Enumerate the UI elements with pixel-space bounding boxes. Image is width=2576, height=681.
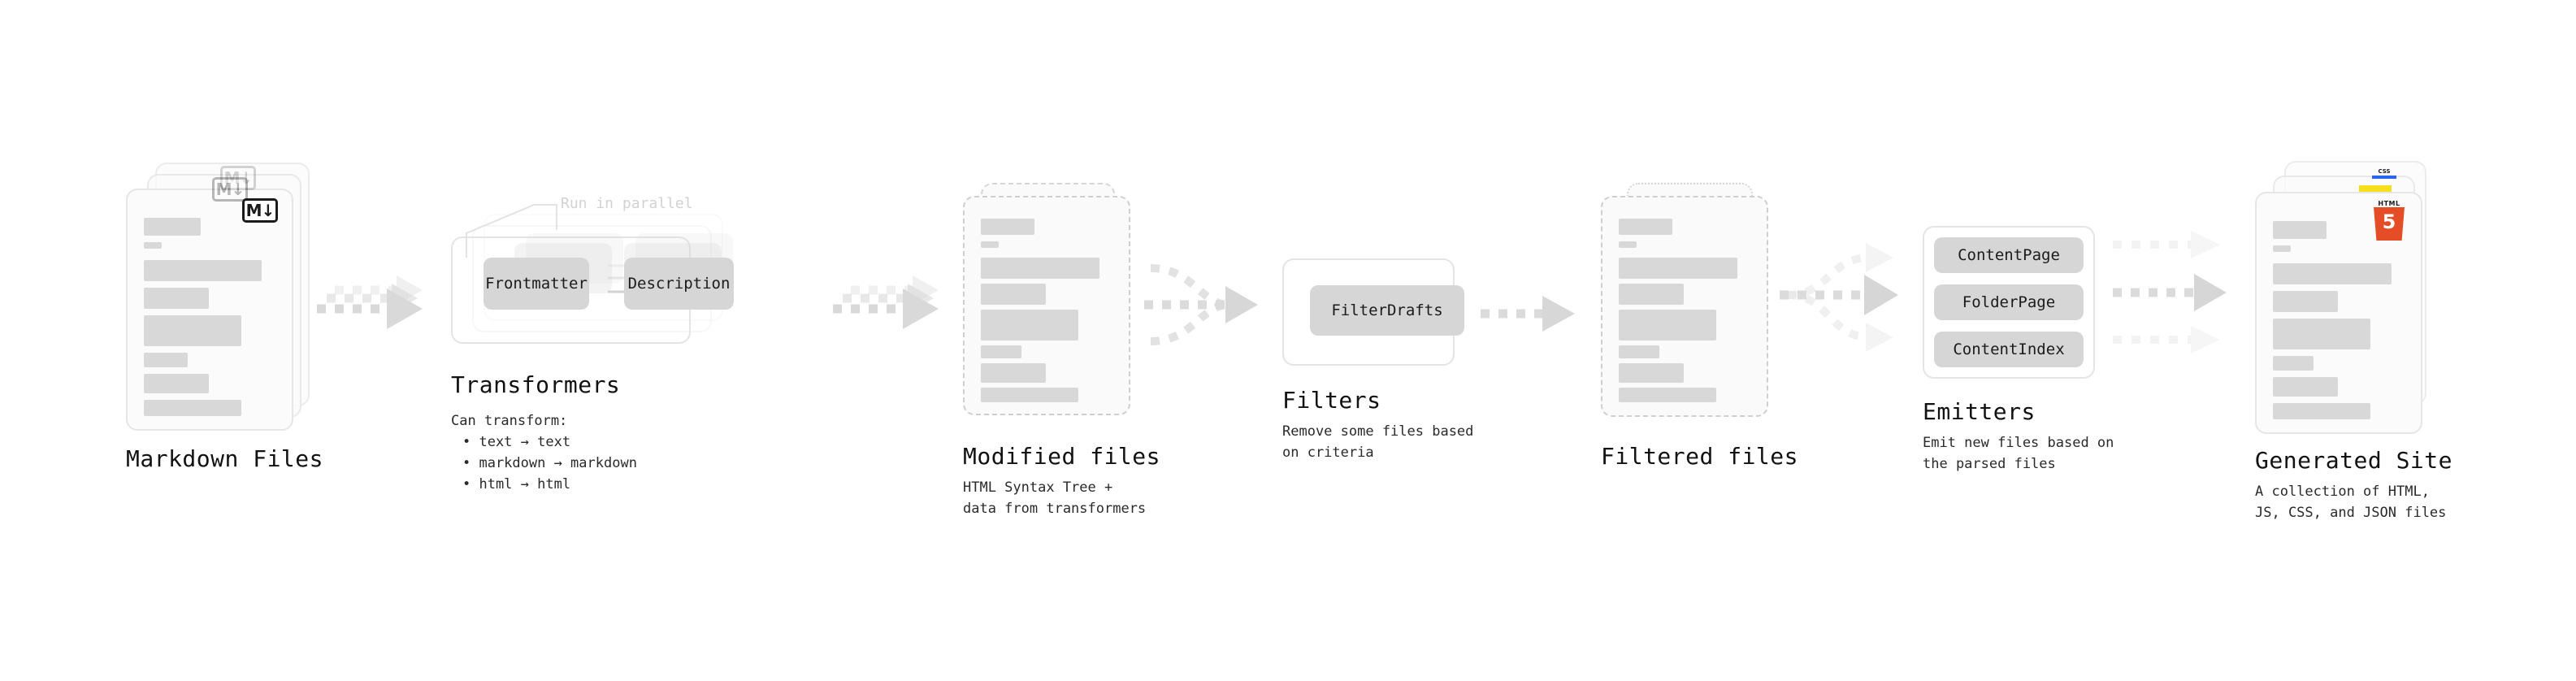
- skeleton-line: [144, 353, 188, 367]
- stage-title: Markdown Files: [126, 445, 324, 472]
- skeleton-line: [2273, 221, 2327, 239]
- transform-bullet-list: • text → text: [462, 432, 570, 453]
- transform-bullet-list: • markdown → markdown: [462, 453, 637, 474]
- stage-description: HTML Syntax Tree + data from transformer…: [963, 479, 1147, 517]
- skeleton-line: [1619, 310, 1716, 340]
- emitter-pill-contentindex[interactable]: ContentIndex: [1934, 332, 2084, 367]
- modified-file-stack: [963, 183, 1142, 427]
- skeleton-line: [981, 363, 1046, 383]
- stage-title: Modified files: [963, 443, 1161, 470]
- skeleton-line: [144, 242, 162, 249]
- skeleton-line: [2273, 245, 2291, 252]
- markdown-icon: M↓: [212, 177, 248, 202]
- skeleton-line: [1619, 345, 1659, 358]
- skeleton-line: [144, 315, 241, 346]
- skeleton-line: [1619, 258, 1737, 279]
- skeleton-line: [2273, 403, 2370, 419]
- skeleton-line: [144, 374, 209, 393]
- skeleton-line: [2273, 263, 2392, 284]
- skeleton-line: [981, 310, 1078, 340]
- skeleton-line: [2273, 291, 2338, 312]
- connector-modified-to-filters: [1144, 260, 1266, 366]
- skeleton-line: [2273, 319, 2370, 349]
- skeleton-line: [144, 260, 262, 281]
- stage-filtered-files: Filtered files: [1601, 183, 1798, 470]
- stage-title: Emitters: [1923, 398, 2036, 425]
- markdown-icon: M↓: [242, 198, 278, 223]
- stage-modified-files: Modified files HTML Syntax Tree + data f…: [963, 183, 1160, 517]
- css3-icon: CSS: [2371, 166, 2397, 179]
- connector-filtered-to-emitters: [1780, 243, 1926, 386]
- emitter-pill-contentpage[interactable]: ContentPage: [1934, 237, 2084, 273]
- run-in-parallel-leader-line: [466, 204, 557, 258]
- skeleton-line: [981, 241, 999, 248]
- filtered-file-stack: [1601, 183, 1780, 427]
- connector-filters-to-filtered: [1481, 295, 1586, 336]
- connector-transformers-to-modified: [825, 275, 955, 345]
- markdown-icon: M↓: [220, 166, 256, 190]
- skeleton-line: [1619, 219, 1672, 235]
- connector-emitters-to-site: [2113, 231, 2267, 380]
- stage-title: Filters: [1282, 387, 1381, 414]
- html5-icon: HTML 5: [2371, 200, 2407, 241]
- skeleton-line: [981, 219, 1034, 235]
- stage-description: Can transform:: [451, 413, 568, 429]
- skeleton-line: [1619, 388, 1716, 402]
- dotted-merge-arrow-icon: [1144, 264, 1258, 345]
- skeleton-line: [1619, 363, 1684, 383]
- stage-title: Transformers: [451, 371, 621, 398]
- stage-description: Remove some files based on criteria: [1282, 423, 1474, 461]
- skeleton-line: [144, 400, 241, 416]
- connector-md-to-transformers: [309, 275, 439, 345]
- bullet-item: • markdown → markdown: [462, 455, 637, 471]
- filter-pill-filterdrafts[interactable]: FilterDrafts: [1310, 285, 1464, 336]
- dotted-split-arrow-icon: [1780, 243, 1898, 352]
- dotted-arrow-icon: [1481, 296, 1575, 332]
- stage-markdown-files: M↓ M↓ M↓ Markdown Files: [126, 163, 323, 472]
- skeleton-line: [981, 388, 1078, 402]
- skeleton-line: [1619, 241, 1637, 248]
- css3-icon-label: CSS: [2378, 168, 2391, 175]
- document-card-front: [1601, 196, 1768, 417]
- skeleton-line: [2273, 356, 2314, 371]
- document-card-front: [963, 196, 1130, 415]
- skeleton-line: [1619, 284, 1684, 305]
- skeleton-line: [2273, 377, 2338, 397]
- skeleton-line: [144, 218, 201, 236]
- stage-description: A collection of HTML, JS, CSS, and JSON …: [2255, 484, 2447, 521]
- skeleton-line: [981, 258, 1099, 279]
- skeleton-line: [981, 345, 1021, 358]
- dotted-triple-arrow-icon: [2113, 231, 2227, 354]
- stage-title: Generated Site: [2255, 447, 2453, 474]
- skeleton-line: [144, 288, 209, 309]
- stage-generated-site: CSS HTML 5 Generated Site A collection o…: [2255, 161, 2452, 521]
- html5-icon-label: HTML: [2378, 200, 2400, 207]
- markdown-file-stack: M↓ M↓ M↓: [126, 163, 313, 431]
- generated-site-file-stack: CSS HTML 5: [2255, 161, 2442, 434]
- skeleton-line: [981, 284, 1046, 305]
- css3-icon-bar: [2372, 176, 2396, 179]
- transformer-pill-description[interactable]: Description: [624, 258, 734, 310]
- dotted-triple-arrow-icon: [833, 275, 939, 329]
- run-in-parallel-hint: Run in parallel: [561, 195, 693, 212]
- html5-icon-shield: 5: [2374, 207, 2405, 241]
- stage-title: Filtered files: [1601, 443, 1799, 470]
- bullet-item: • text → text: [462, 434, 571, 450]
- transformer-pill-frontmatter[interactable]: Frontmatter: [484, 258, 589, 310]
- emitter-pill-folderpage[interactable]: FolderPage: [1934, 284, 2084, 320]
- transform-bullet-list: • html → html: [462, 474, 570, 495]
- dotted-triple-arrow-icon: [317, 275, 423, 329]
- bullet-item: • html → html: [462, 476, 571, 492]
- emitters-group-box: [1923, 226, 2095, 379]
- document-card-front: [126, 189, 293, 431]
- stage-description: Emit new files based on the parsed files: [1923, 435, 2114, 472]
